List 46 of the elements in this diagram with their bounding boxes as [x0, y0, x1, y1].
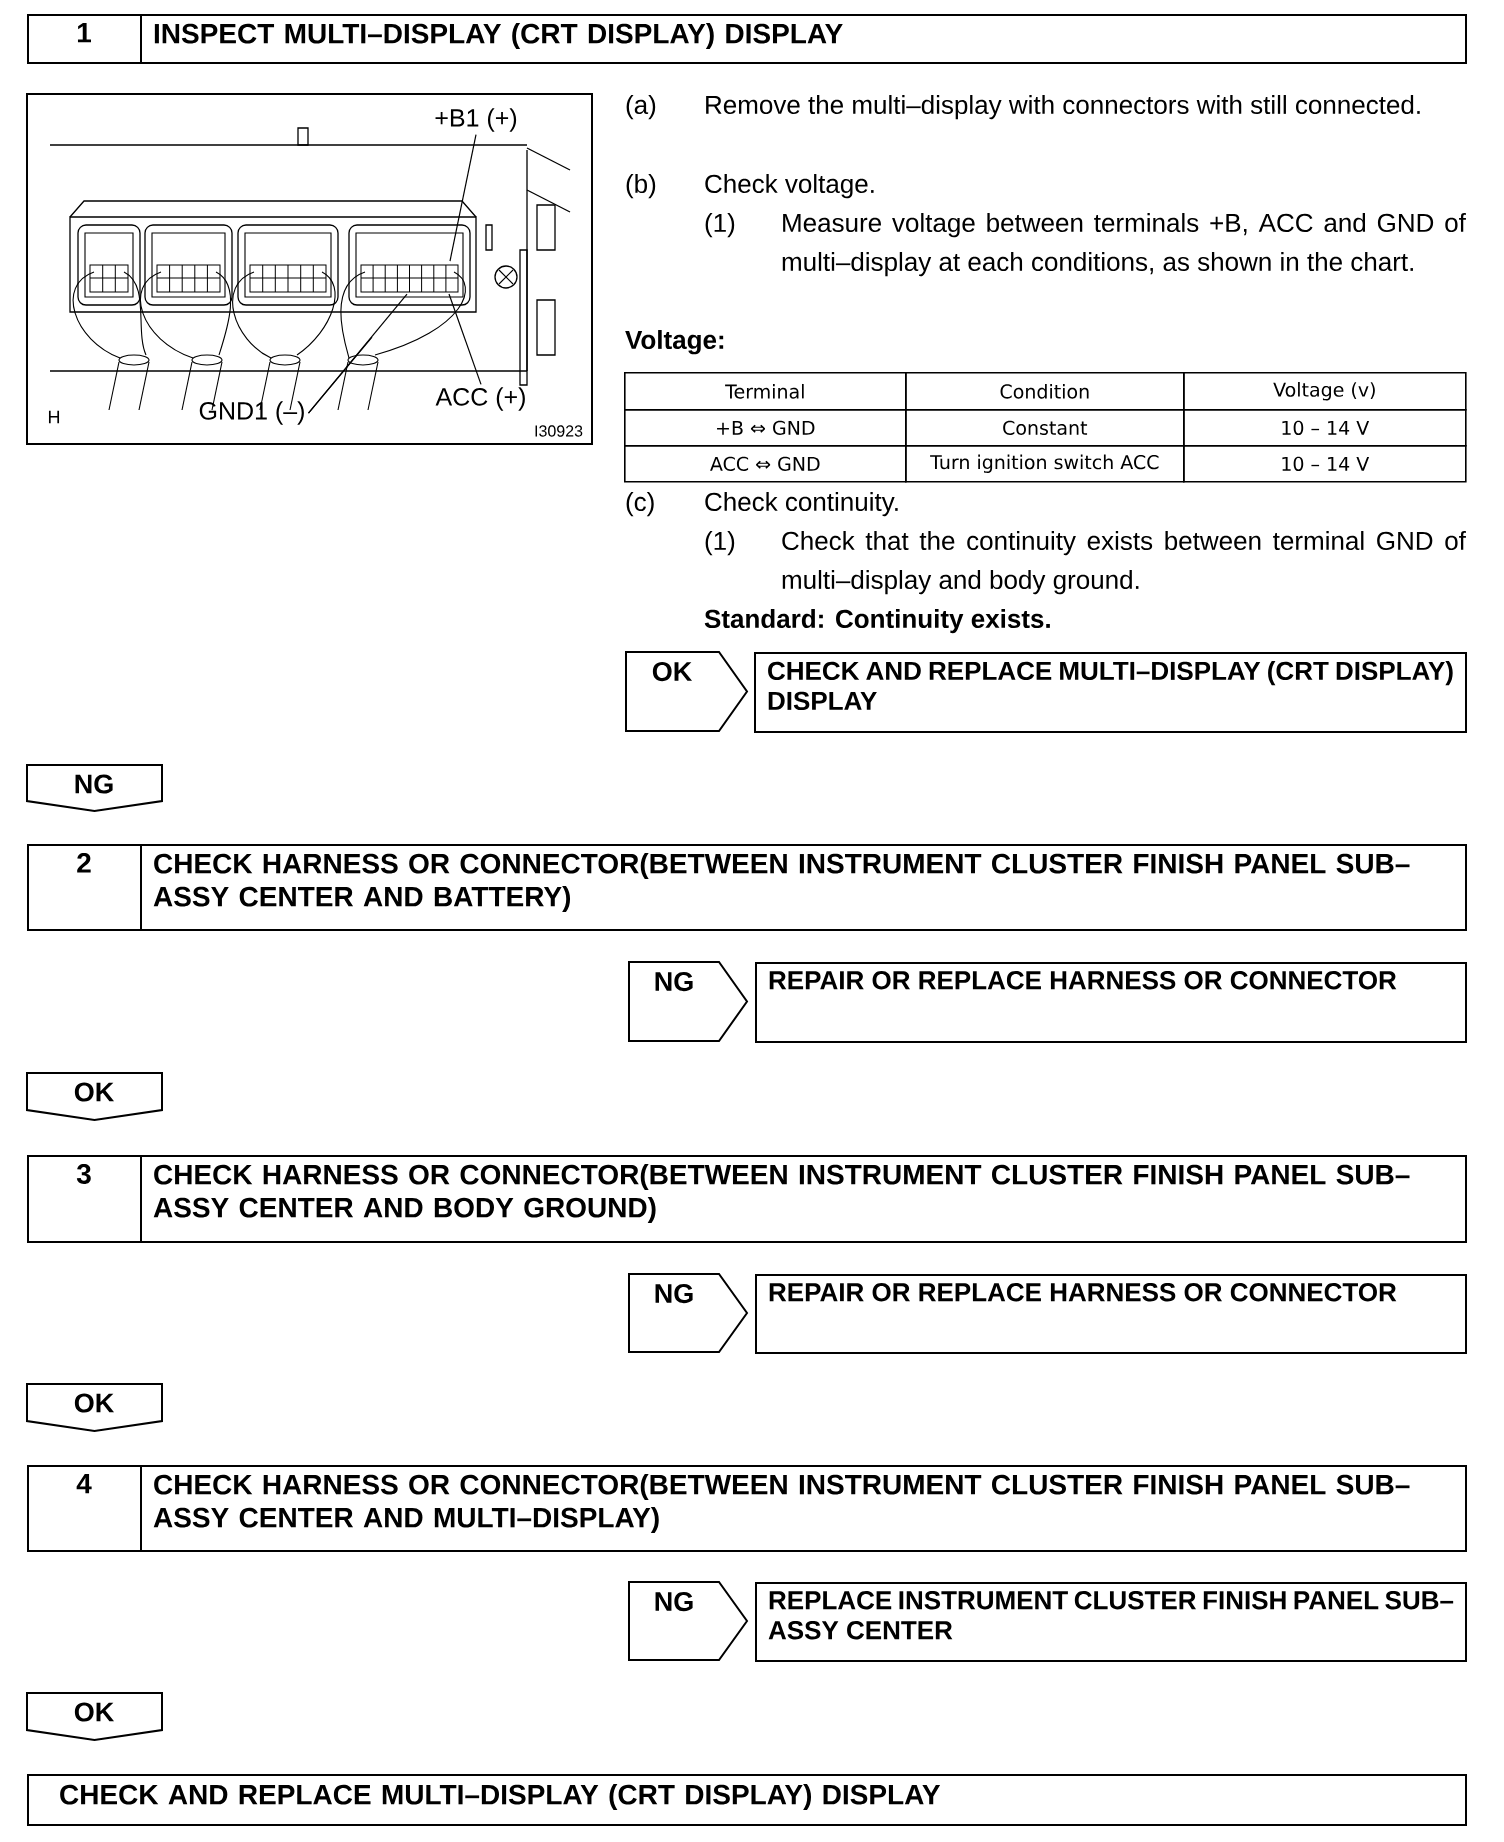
list-marker: (1): [705, 531, 735, 556]
instruction-text: Check voltage.: [705, 174, 874, 199]
result-box: CHECK AND REPLACE MULTI–DISPLAY (CRT DISPLAY) DISPLAY: [27, 1774, 1467, 1826]
step-box: 4 CHECK HARNESS OR CONNECTOR(BETWEEN INSTRUMENT CLUSTER FINISH PANEL SUB–ASSY CENTER AND MULTI–DISPLAY): [27, 1464, 1467, 1552]
table-cell: Voltage (v): [1183, 372, 1467, 411]
arrow-box: NG: [628, 961, 749, 1042]
list-marker: (a): [626, 95, 656, 120]
result-box: REPAIR OR REPLACE HARNESS OR CONNECTOR: [755, 962, 1467, 1043]
standard-note: Standard: Continuity exists.: [704, 609, 1050, 634]
table-cell: Condition: [905, 372, 1185, 411]
table-cell: Terminal: [624, 372, 907, 411]
leader-line: [448, 293, 482, 385]
table-cell: ACC ⇔ GND: [624, 445, 907, 483]
table-cell: Turn ignition switch ACC: [905, 445, 1185, 483]
instruction-text: Check that the continuity exists between terminal GND of multi–display and body ground.: [782, 531, 1466, 595]
step-box: 3 CHECK HARNESS OR CONNECTOR(BETWEEN INSTRUMENT CLUSTER FINISH PANEL SUB–ASSY CENTER AND BODY GROUND): [27, 1154, 1467, 1243]
arrow-box: OK: [625, 651, 749, 732]
list-marker: (c): [626, 492, 654, 517]
step-box: 2 CHECK HARNESS OR CONNECTOR(BETWEEN INSTRUMENT CLUSTER FINISH PANEL SUB–ASSY CENTER AND BATTERY): [27, 843, 1467, 931]
callout-label: ACC (+): [435, 387, 525, 411]
instruction-text: Measure voltage between terminals +B, ACC and GND of multi–display at each conditions, as shown in the chart.: [782, 213, 1466, 277]
list-marker: (1): [705, 213, 735, 238]
leader-line: [449, 134, 477, 262]
table-cell: 10 – 14 V: [1183, 445, 1467, 483]
arrow-box: NG: [628, 1273, 749, 1353]
step-box: 1 INSPECT MULTI–DISPLAY (CRT DISPLAY) DISPLAY: [27, 13, 1467, 64]
instruction-text: Remove the multi–display with connectors with still connected.: [706, 95, 1420, 120]
table-cell: Constant: [905, 409, 1185, 447]
callout-label: +B1 (+): [435, 108, 517, 132]
down-arrow-tab: OK: [26, 1692, 163, 1742]
callout-label: GND1 (–): [199, 401, 304, 425]
leader-line: [307, 336, 373, 414]
down-arrow-tab: NG: [26, 764, 163, 813]
result-box: CHECK AND REPLACE MULTI–DISPLAY (CRT DISPLAY) DISPLAY: [754, 652, 1467, 733]
result-box: REPLACE INSTRUMENT CLUSTER FINISH PANEL SUB–ASSY CENTER: [755, 1582, 1467, 1662]
list-marker: (b): [626, 174, 656, 199]
heading: Voltage:: [625, 330, 724, 355]
table-cell: +B ⇔ GND: [624, 409, 907, 447]
down-arrow-tab: OK: [26, 1072, 163, 1122]
table-cell: 10 – 14 V: [1183, 409, 1467, 447]
result-box: REPAIR OR REPLACE HARNESS OR CONNECTOR: [755, 1274, 1467, 1354]
instruction-text: Check continuity.: [705, 492, 898, 517]
down-arrow-tab: OK: [26, 1383, 163, 1433]
arrow-box: NG: [628, 1581, 749, 1661]
figure-code: I30923: [535, 425, 583, 437]
figure-code: H: [49, 410, 60, 424]
